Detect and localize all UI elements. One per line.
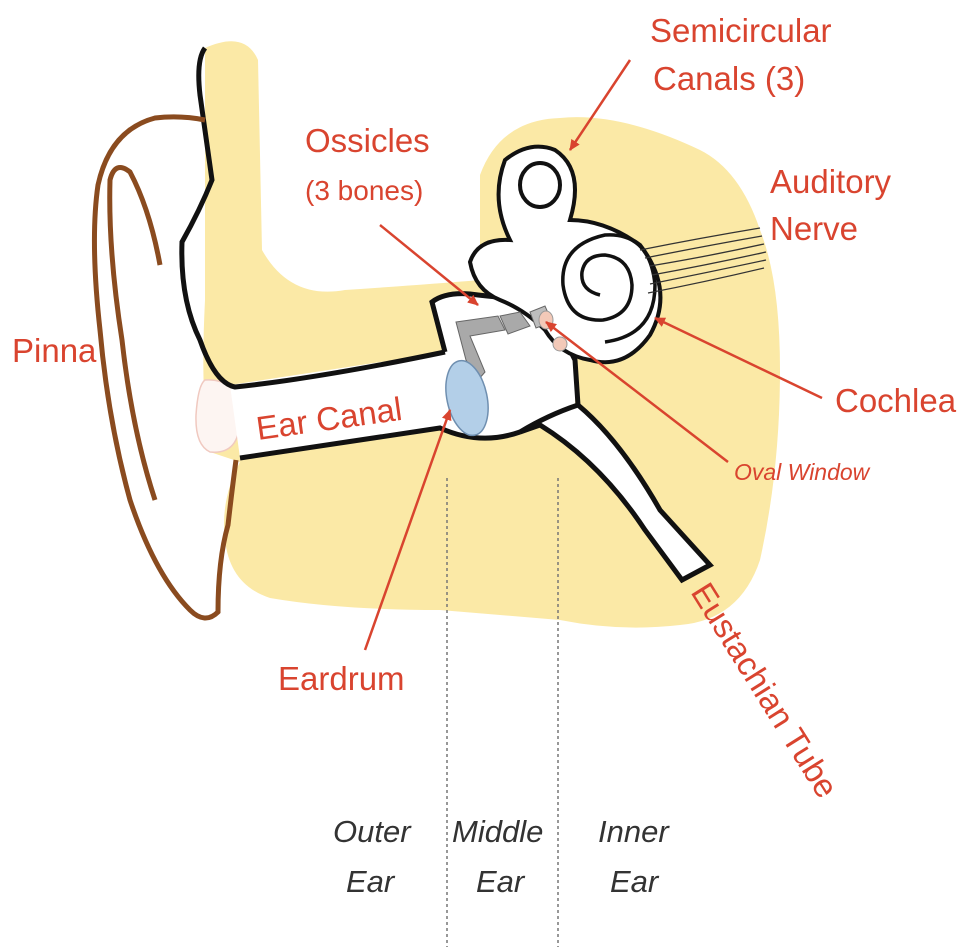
label-ossicles-line1: Ossicles (305, 122, 430, 159)
section-outer-line2: Ear (346, 864, 396, 899)
section-outer-line1: Outer (333, 814, 412, 849)
section-inner-line2: Ear (610, 864, 660, 899)
label-eustachian-tube: Eustachian Tube (684, 576, 846, 804)
label-ossicles-line2: (3 bones) (305, 175, 423, 206)
label-auditory-line1: Auditory (770, 163, 892, 200)
label-cochlea: Cochlea (835, 382, 957, 419)
label-oval-window: Oval Window (734, 459, 871, 485)
label-pinna: Pinna (12, 332, 97, 369)
section-middle-line1: Middle (452, 814, 543, 849)
semicircular-canal-loop (520, 163, 560, 207)
round-window-shape (553, 337, 567, 351)
section-inner-line1: Inner (598, 814, 670, 849)
label-semicircular-line1: Semicircular (650, 12, 832, 49)
section-middle-line2: Ear (476, 864, 526, 899)
label-eardrum: Eardrum (278, 660, 405, 697)
label-semicircular-line2: Canals (3) (653, 60, 805, 97)
label-auditory-line2: Nerve (770, 210, 858, 247)
